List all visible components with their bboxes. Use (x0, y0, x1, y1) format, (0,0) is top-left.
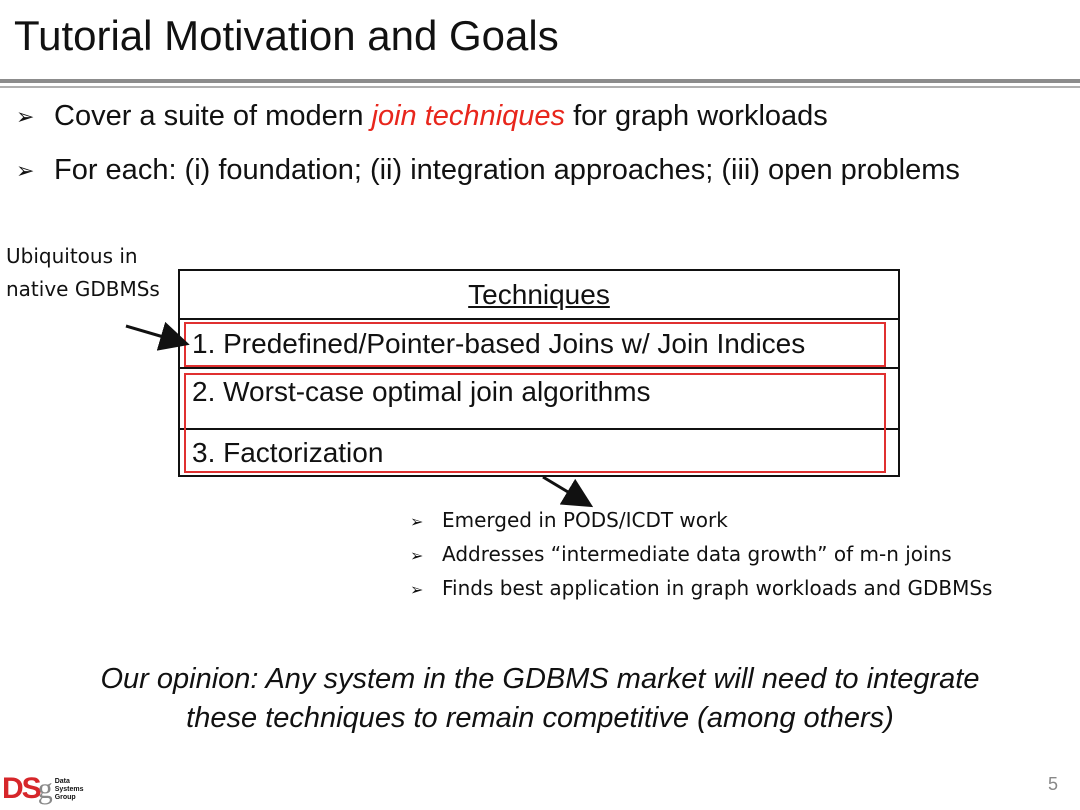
sub-bullet-2: ➢ Addresses “intermediate data growth” of… (410, 538, 992, 572)
arrow-bullet-icon: ➢ (16, 157, 35, 183)
page-number: 5 (1047, 774, 1058, 794)
highlight-box-rows-2-3 (184, 373, 886, 473)
bullet-1-text-after: for graph workloads (565, 100, 828, 132)
highlight-box-row-1 (184, 322, 886, 367)
table-row-1: 1. Predefined/Pointer-based Joins w/ Joi… (192, 328, 806, 359)
sub-bullet-2-text: Addresses “intermediate data growth” of … (442, 542, 952, 566)
sub-bullet-list: ➢ Emerged in PODS/ICDT work ➢ Addresses “i… (410, 504, 992, 606)
table-header: Techniques (468, 279, 610, 310)
opinion-statement: Our opinion: Any system in the GDBMS mar… (0, 660, 1080, 738)
arrow-bullet-icon: ➢ (410, 546, 424, 565)
logo-text-line-3: Group (54, 794, 76, 801)
pointer-arrow-left (125, 321, 190, 351)
title-rule-thick (0, 79, 1080, 83)
techniques-table: Techniques 1. Predefined/Pointer-based J… (178, 269, 900, 477)
dsg-logo: DS g Data Systems Group (2, 774, 83, 804)
bullet-1-text-before: Cover a suite of modern (54, 100, 372, 132)
bullet-2-text: For each: (i) foundation; (ii) integrati… (54, 154, 960, 186)
sub-bullet-3-text: Finds best application in graph workload… (442, 576, 993, 600)
logo-mark: DS (2, 772, 42, 805)
bullet-1: ➢ Cover a suite of modern join technique… (16, 100, 828, 133)
sub-bullet-1-text: Emerged in PODS/ICDT work (442, 508, 728, 532)
table-row-2: 2. Worst-case optimal join algorithms (192, 376, 651, 407)
side-note-line-2: native GDBMSs (6, 277, 160, 301)
logo-text-line-2: Systems (54, 786, 84, 793)
arrow-bullet-icon: ➢ (16, 103, 35, 129)
logo-text: Data Systems Group (55, 778, 84, 802)
side-note-line-1: Ubiquitous in (6, 244, 138, 268)
row-separator (180, 318, 898, 320)
side-note: Ubiquitous in native GDBMSs (6, 240, 160, 306)
sub-bullet-3: ➢ Finds best application in graph workloa… (410, 572, 992, 606)
table-row-3: 3. Factorization (192, 437, 384, 468)
logo-g: g (37, 772, 53, 805)
arrow-bullet-icon: ➢ (410, 512, 424, 531)
opinion-line-2: these techniques to remain competitive (… (186, 702, 894, 734)
arrow-bullet-icon: ➢ (410, 580, 424, 599)
opinion-line-1: Our opinion: Any system in the GDBMS mar… (100, 663, 980, 695)
row-separator (180, 367, 898, 369)
pointer-arrow-bottom (542, 475, 594, 508)
bullet-2: ➢ For each: (i) foundation; (ii) integra… (16, 154, 960, 187)
logo-text-line-1: Data (54, 778, 70, 785)
title-rule-thin (0, 86, 1080, 88)
bullet-1-emphasis: join techniques (371, 100, 566, 132)
row-separator (180, 428, 898, 430)
sub-bullet-1: ➢ Emerged in PODS/ICDT work (410, 504, 992, 538)
slide-title: Tutorial Motivation and Goals (14, 12, 559, 59)
